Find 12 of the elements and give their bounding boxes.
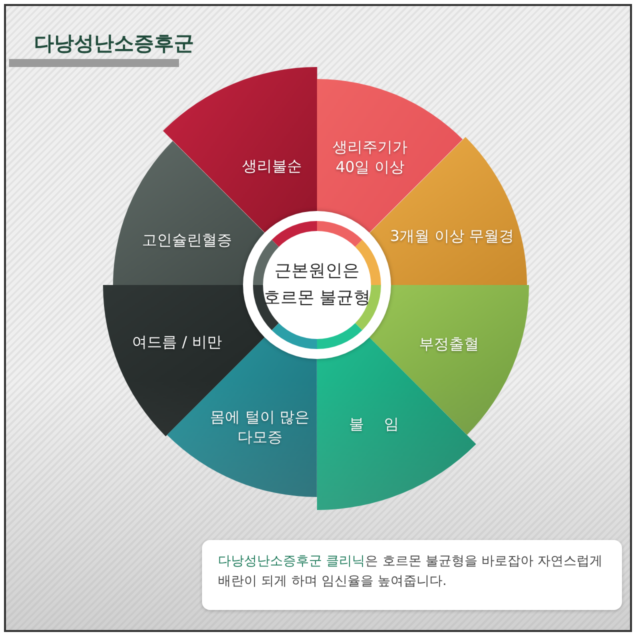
sector-label: 여드름 / 비만 bbox=[131, 332, 223, 352]
note-card bbox=[202, 540, 622, 610]
sector-label: 몸에 털이 많은 다모증 bbox=[209, 406, 311, 448]
sector-label: 생리불순 bbox=[240, 156, 303, 176]
note-text: 다낭성난소증후군 클리닉은 호르몬 불균형을 바로잡아 자연스럽게 배란이 되게 하며 임신율을 높여줍니다. bbox=[218, 553, 604, 590]
center-text: 근본원인은 호르몬 불균형 bbox=[262, 260, 372, 310]
sector-label: 불 임 bbox=[348, 414, 400, 434]
sector-label: 고인슐린혈증 bbox=[141, 230, 233, 250]
sector-label: 부정출혈 bbox=[418, 334, 480, 354]
sector-label: 3개월 이상 무월경 bbox=[388, 226, 516, 246]
sector-label: 생리주기가 40일 이상 bbox=[332, 136, 408, 178]
title: 다낭성난소증후군 bbox=[34, 30, 194, 57]
